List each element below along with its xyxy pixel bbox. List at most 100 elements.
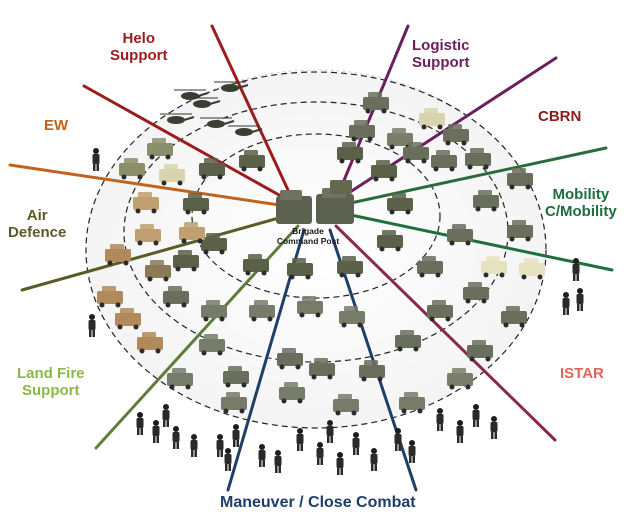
vehicle-icon bbox=[363, 92, 389, 114]
ray-ew bbox=[8, 163, 288, 208]
label-land-fire-support: Land Fire Support bbox=[17, 365, 85, 399]
vehicle-icon bbox=[309, 358, 335, 380]
vehicle-icon bbox=[179, 222, 205, 244]
label-land-fire-line1: Land Fire bbox=[17, 365, 85, 382]
vehicle-icon bbox=[349, 120, 375, 142]
vehicle-icon bbox=[403, 142, 429, 164]
soldier-icon bbox=[394, 428, 402, 451]
vehicle-icon bbox=[467, 340, 493, 362]
vehicle-icon bbox=[239, 150, 265, 172]
vehicle-icon bbox=[443, 124, 469, 146]
label-helo-support: Helo Support bbox=[110, 30, 168, 64]
soldier-icon bbox=[490, 416, 498, 439]
label-ew-line1: EW bbox=[44, 117, 69, 134]
command-post-vehicles bbox=[276, 180, 354, 224]
vehicle-icon bbox=[223, 366, 249, 388]
vehicle-icon bbox=[279, 382, 305, 404]
ray-mobility bbox=[344, 212, 614, 272]
label-cbrn: CBRN bbox=[538, 108, 581, 125]
vehicle-icon bbox=[501, 306, 527, 328]
vehicle-icon bbox=[277, 348, 303, 370]
vehicle-icons bbox=[97, 92, 545, 416]
ray-helo bbox=[210, 24, 290, 192]
label-helo-line1: Helo bbox=[122, 30, 155, 47]
ray-air-defence bbox=[20, 214, 288, 292]
vehicle-icon bbox=[135, 224, 161, 246]
label-istar: ISTAR bbox=[560, 365, 604, 382]
vehicle-icon bbox=[105, 244, 131, 266]
command-post-label: Brigade Command Post bbox=[268, 226, 348, 246]
vehicle-icon bbox=[119, 158, 145, 180]
vehicle-icon bbox=[465, 148, 491, 170]
soldier-icon bbox=[436, 408, 444, 431]
label-air-defence-line2: Defence bbox=[8, 224, 67, 241]
ray-istar bbox=[334, 224, 557, 442]
vehicle-icon bbox=[173, 250, 199, 272]
label-mobility: Mobility C/Mobility bbox=[545, 186, 617, 220]
vehicle-icon bbox=[447, 368, 473, 390]
vehicle-icon bbox=[297, 296, 323, 318]
label-cbrn-line1: CBRN bbox=[538, 108, 582, 125]
soldier-icon bbox=[190, 434, 198, 457]
soldier-icon bbox=[472, 404, 480, 427]
helicopter-icon bbox=[200, 117, 235, 128]
soldier-icon bbox=[172, 426, 180, 449]
soldier-icon bbox=[408, 440, 416, 463]
helicopter-icons bbox=[160, 81, 263, 136]
soldier-icon bbox=[216, 434, 224, 457]
vehicle-icon bbox=[221, 392, 247, 414]
vehicle-icon bbox=[145, 260, 171, 282]
label-ew: EW bbox=[44, 117, 68, 134]
soldier-icon bbox=[336, 452, 344, 475]
vehicle-icon bbox=[419, 108, 445, 130]
vehicle-icon bbox=[167, 368, 193, 390]
vehicle-icon bbox=[137, 332, 163, 354]
soldier-icon bbox=[224, 448, 232, 471]
label-maneuver-close-combat: Maneuver / Close Combat bbox=[220, 494, 416, 511]
soldier-icon bbox=[576, 288, 584, 311]
soldier-icon bbox=[136, 412, 144, 435]
vehicle-icon bbox=[399, 392, 425, 414]
vehicle-icon bbox=[431, 150, 457, 172]
vehicle-icon bbox=[463, 282, 489, 304]
vehicle-icon bbox=[481, 256, 507, 278]
vehicle-icon bbox=[507, 168, 533, 190]
label-logistic-line1: Logistic bbox=[412, 37, 470, 54]
helicopter-icon bbox=[174, 89, 209, 100]
vehicle-icon bbox=[333, 394, 359, 416]
label-air-defence: Air Defence bbox=[8, 207, 66, 241]
ray-cbrn-2 bbox=[344, 146, 608, 206]
label-mobility-line2: C/Mobility bbox=[545, 203, 617, 220]
soldier-icon bbox=[352, 432, 360, 455]
vehicle-icon bbox=[287, 258, 313, 280]
vehicle-icon bbox=[339, 306, 365, 328]
soldier-icons bbox=[88, 148, 584, 475]
label-istar-line1: ISTAR bbox=[560, 365, 604, 382]
vehicle-icon bbox=[359, 360, 385, 382]
soldier-icon bbox=[456, 420, 464, 443]
vehicle-icon bbox=[159, 164, 185, 186]
helicopter-icon bbox=[214, 81, 249, 92]
label-mobility-line1: Mobility bbox=[552, 186, 610, 203]
command-post-line2: Command Post bbox=[276, 236, 340, 246]
label-maneuver-line1: Maneuver / Close Combat bbox=[220, 494, 416, 511]
soldier-icon bbox=[370, 448, 378, 471]
soldier-icon bbox=[326, 420, 334, 443]
soldier-icon bbox=[572, 258, 580, 281]
vehicle-icon bbox=[473, 190, 499, 212]
vehicle-icon bbox=[133, 192, 159, 214]
label-helo-line2: Support bbox=[110, 47, 168, 64]
vehicle-icon bbox=[371, 160, 397, 182]
vehicle-icon bbox=[507, 220, 533, 242]
soldier-icon bbox=[258, 444, 266, 467]
vehicle-icon bbox=[115, 308, 141, 330]
soldier-icon bbox=[562, 292, 570, 315]
vehicle-icon bbox=[387, 128, 413, 150]
vehicle-icon bbox=[337, 256, 363, 278]
vehicle-icon bbox=[387, 193, 413, 215]
vehicle-icon bbox=[147, 138, 173, 160]
vehicle-icon bbox=[163, 286, 189, 308]
vehicle-icon bbox=[395, 330, 421, 352]
vehicle-icon bbox=[447, 224, 473, 246]
